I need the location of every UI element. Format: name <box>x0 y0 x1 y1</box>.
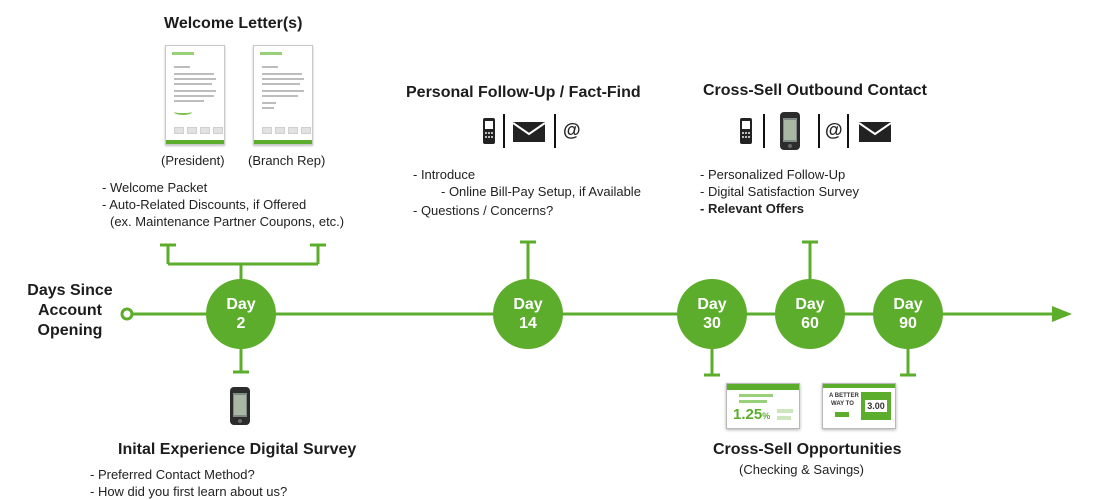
bullet-item: - Relevant Offers <box>700 201 805 216</box>
bullet-item: - Questions / Concerns? <box>413 203 554 218</box>
day-label: Day <box>697 296 727 313</box>
at-sign-icon: @ <box>563 120 581 140</box>
day-label: Day <box>893 296 923 313</box>
crosssell-contact-bullets: - Personalized Follow-Up - Digital Satis… <box>700 166 859 217</box>
offer-rate: 3.00 <box>865 400 887 412</box>
followup-bullets: - Introduce - Online Bill-Pay Setup, if … <box>413 166 641 219</box>
envelope-icon <box>513 122 545 142</box>
day-number: 2 <box>236 315 246 332</box>
day-label: Day <box>795 296 825 313</box>
day-90-marker: Day 90 <box>873 279 943 349</box>
crosssell-contact-title: Cross-Sell Outbound Contact <box>703 82 927 99</box>
crosssell-contact-connector <box>802 240 818 283</box>
icon-divider <box>847 114 849 148</box>
icon-divider <box>554 114 556 148</box>
followup-connector <box>520 240 536 283</box>
bullet-item: - Auto-Related Discounts, if Offered <box>102 197 307 212</box>
survey-title: Inital Experience Digital Survey <box>118 441 357 458</box>
bullet-item: - Introduce <box>413 167 476 182</box>
day-number: 90 <box>899 315 917 332</box>
opportunities-connector-left <box>704 345 720 377</box>
icon-divider <box>763 114 765 148</box>
at-sign-icon: @ <box>825 120 843 140</box>
bullet-item: - Personalized Follow-Up <box>700 167 846 182</box>
branch-rep-letter-image <box>253 45 313 145</box>
axis-label-line: Opening <box>37 322 103 339</box>
timeline-start-marker <box>120 307 134 321</box>
axis-label-line: Days Since <box>27 282 113 299</box>
opportunities-subtitle: (Checking & Savings) <box>739 462 864 477</box>
followup-icons: @ <box>478 112 588 152</box>
crosssell-icons: @ <box>735 110 895 154</box>
followup-title: Personal Follow-Up / Fact-Find <box>406 84 641 101</box>
phone-icon <box>740 118 752 144</box>
president-label: (President) <box>161 153 225 168</box>
smartphone-icon <box>780 112 800 150</box>
offer-headline: A BETTER <box>829 393 859 399</box>
day-14-marker: Day 14 <box>493 279 563 349</box>
day-30-marker: Day 30 <box>677 279 747 349</box>
branch-rep-label: (Branch Rep) <box>248 153 326 168</box>
day-label: Day <box>513 296 543 313</box>
savings-offer-card: A BETTER WAY TO 3.00 <box>822 383 896 429</box>
offer-rate: 1.25% <box>733 406 771 423</box>
envelope-icon <box>859 122 891 142</box>
opportunities-title: Cross-Sell Opportunities <box>713 441 902 458</box>
day-number: 30 <box>703 315 721 332</box>
survey-connector <box>233 345 249 374</box>
opportunities-connector-right <box>900 345 916 377</box>
survey-bullets: - Preferred Contact Method? - How did yo… <box>90 466 287 500</box>
day-number: 60 <box>801 315 819 332</box>
welcome-bullets: - Welcome Packet - Auto-Related Discount… <box>102 179 344 230</box>
phone-icon <box>483 118 495 144</box>
bullet-item: - Welcome Packet <box>102 180 208 195</box>
day-60-marker: Day 60 <box>775 279 845 349</box>
axis-label: Days Since Account Opening <box>18 281 122 341</box>
icon-divider <box>503 114 505 148</box>
axis-label-line: Account <box>38 302 102 319</box>
checking-offer-card: 1.25% <box>726 383 800 429</box>
smartphone-icon <box>230 387 250 425</box>
bullet-item: - Preferred Contact Method? <box>90 467 255 482</box>
day-label: Day <box>226 296 256 313</box>
timeline-arrowhead <box>1052 306 1072 322</box>
president-letter-image <box>165 45 225 145</box>
bullet-item: - Digital Satisfaction Survey <box>700 184 859 199</box>
welcome-title: Welcome Letter(s) <box>164 15 303 32</box>
day-number: 14 <box>519 315 537 332</box>
icon-divider <box>818 114 820 148</box>
bullet-item: (ex. Maintenance Partner Coupons, etc.) <box>110 214 345 229</box>
day-2-marker: Day 2 <box>206 279 276 349</box>
bullet-item: - Online Bill-Pay Setup, if Available <box>441 184 641 199</box>
welcome-bracket <box>160 243 326 283</box>
offer-headline: WAY TO <box>831 401 854 407</box>
